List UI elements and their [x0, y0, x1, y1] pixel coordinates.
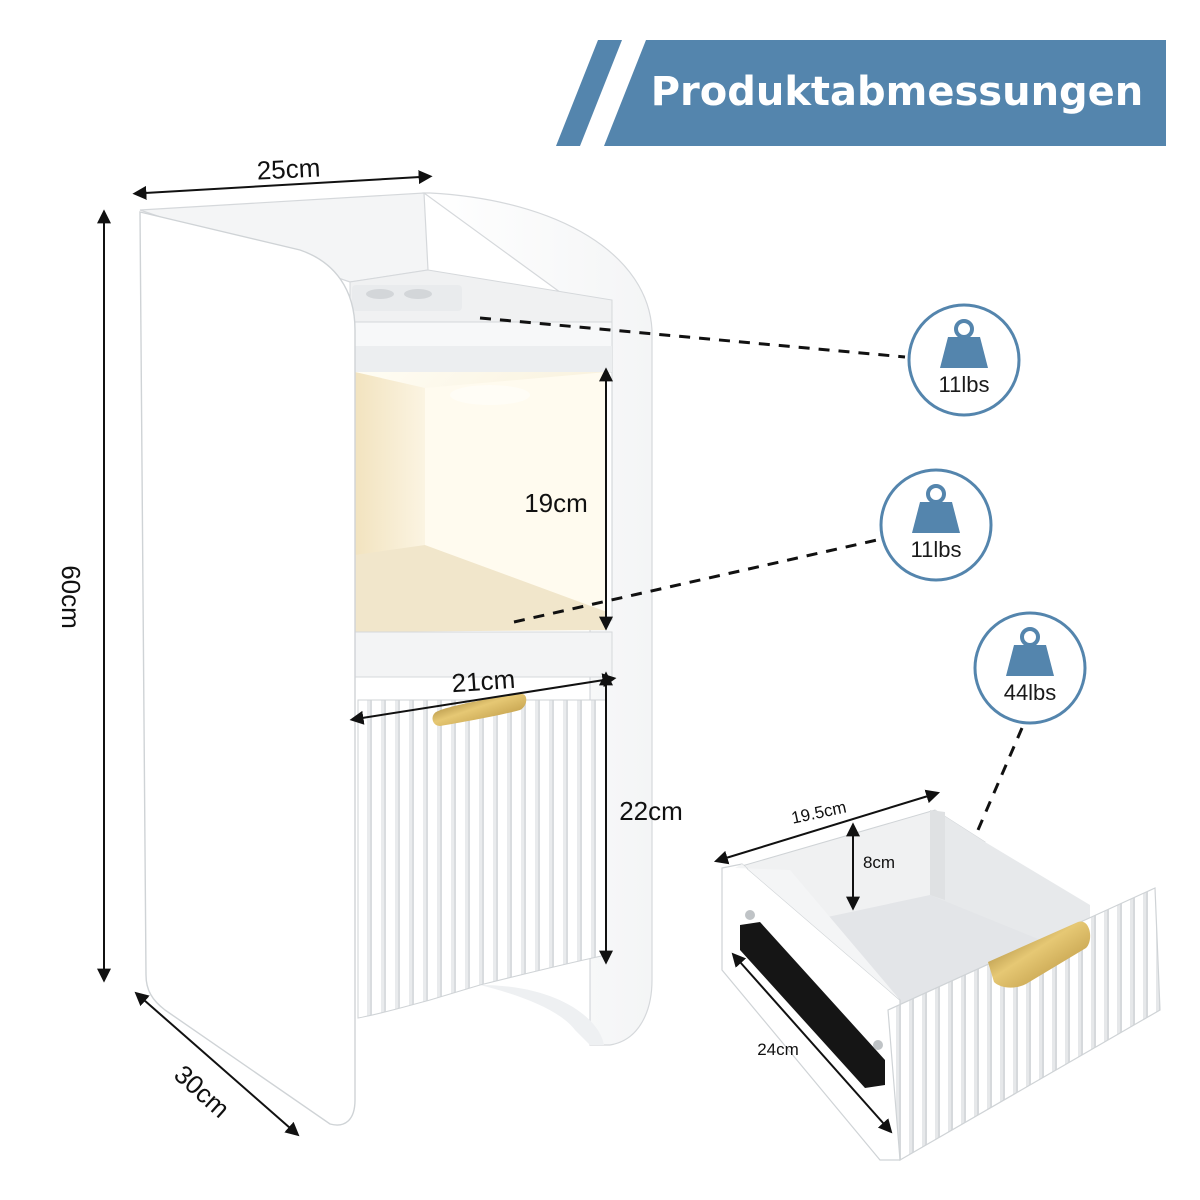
led-compartment: [355, 372, 607, 632]
dim-label-inner-depth: 24cm: [757, 1040, 799, 1059]
weight-icon: [1006, 627, 1054, 676]
drawer-dimension-lines: [713, 789, 941, 1134]
load-badge-label: 44lbs: [1004, 680, 1057, 705]
load-badge-shelf: 11lbs: [879, 468, 993, 582]
dim-label-drawer-width: 21cm: [451, 664, 517, 698]
header-banner: Produktabmessungen: [556, 40, 1166, 146]
dim-line-top-width: [132, 170, 433, 200]
middle-shelf: [349, 631, 613, 678]
dimension-lines: [97, 170, 617, 1137]
callout-line-shelf: [513, 538, 878, 624]
callout-line-drawer: [938, 727, 1024, 919]
cabinet-left-side: [139, 211, 356, 1126]
banner-bar: [604, 40, 1166, 146]
weight-icon: [912, 484, 960, 533]
page-title: Produktabmessungen: [651, 69, 1144, 115]
dim-label-total-height: 60cm: [56, 565, 86, 629]
drawer-detail: [721, 809, 1161, 1161]
drawer-front: [357, 699, 607, 1019]
dim-label-drawer-height: 22cm: [619, 796, 683, 826]
dim-line-depth: [134, 991, 300, 1137]
load-badge-label: 11lbs: [939, 372, 990, 397]
dim-line-drawer-width: [349, 673, 617, 725]
load-badge-drawer: 44lbs: [973, 611, 1087, 725]
charging-pad: [352, 285, 462, 311]
dim-line-inner-depth: [731, 952, 893, 1134]
dim-label-depth: 30cm: [168, 1059, 235, 1124]
dim-label-compartment-height: 19cm: [524, 488, 588, 518]
load-badge-label: 11lbs: [911, 537, 962, 562]
banner-stripe: [556, 40, 622, 146]
dim-line-inner-width: [713, 789, 941, 865]
weight-icon: [940, 319, 988, 368]
dim-label-inner-height: 8cm: [863, 853, 895, 872]
drawer-gold-handle: [988, 921, 1091, 988]
charging-port-icon: [404, 289, 432, 299]
cabinet-base: [480, 985, 604, 1045]
nightstand-cabinet: [139, 192, 653, 1126]
dim-label-top-width: 25cm: [256, 152, 321, 185]
load-badge-top: 11lbs: [907, 303, 1021, 417]
charging-port-icon: [366, 289, 394, 299]
callout-lines: [479, 316, 1024, 919]
